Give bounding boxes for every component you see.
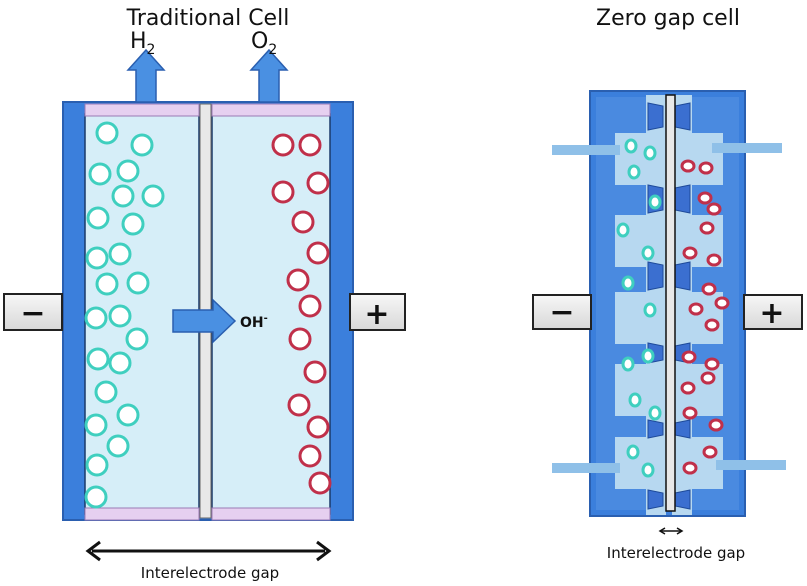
zero-gap-cell: Zero gap cell [532, 6, 803, 562]
o2-label: O2 [251, 29, 277, 58]
oxygen-bubbles [271, 133, 332, 495]
h2-bubble [106, 434, 130, 458]
top-seal-right [211, 103, 331, 117]
o2-bubble [271, 180, 295, 204]
bottom-seal-left [84, 507, 200, 521]
o2-bubble [306, 241, 330, 265]
h2-bubble [84, 485, 108, 509]
h2-bubble [84, 306, 108, 330]
positive-terminal [349, 293, 406, 331]
gap-arrow-icon [85, 540, 332, 562]
o2-bubble [306, 171, 330, 195]
zero-gap-cell-title: Zero gap cell [596, 6, 740, 31]
cathode-inlet-pipe [552, 145, 620, 155]
anode-outlet-pipe [716, 460, 786, 470]
h2-bubble [86, 206, 110, 230]
o2-bubble [303, 360, 327, 384]
o2-bubble [308, 471, 332, 495]
o2-bubble [287, 393, 311, 417]
negative-sign: − [20, 296, 45, 331]
o2-bubble [298, 133, 322, 157]
o2-outlet-arrow-icon [249, 48, 289, 103]
h2-bubble [88, 162, 112, 186]
h2-bubble [95, 121, 119, 145]
traditional-cell: Traditional Cell H2 O2 OH- [3, 6, 406, 582]
bottom-seal-right [211, 507, 331, 521]
h2-bubble [111, 184, 135, 208]
hydroxide-flow-arrow-icon [172, 298, 237, 344]
o2-bubble [298, 444, 322, 468]
zero-gap-positive-sign: + [759, 296, 784, 331]
h2-bubble [108, 242, 132, 266]
o2-bubble [298, 294, 322, 318]
zero-gap-membrane [665, 94, 676, 512]
negative-terminal [3, 293, 63, 331]
anode-inlet-pipe [712, 143, 782, 153]
positive-sign: + [364, 297, 389, 332]
o2-bubble [291, 210, 315, 234]
o2-bubble [271, 133, 295, 157]
h2-bubble [95, 272, 119, 296]
zero-gap-negative-sign: − [549, 295, 574, 330]
h2-bubble [130, 133, 154, 157]
zero-gap-label: Interelectrode gap [607, 544, 745, 562]
h2-bubble [85, 453, 109, 477]
o2-bubble [286, 268, 310, 292]
hydrogen-bubbles [84, 121, 165, 509]
zero-gap-oxygen-bubbles [680, 159, 730, 475]
h2-bubble [86, 347, 110, 371]
hydroxide-label: OH- [240, 313, 268, 331]
gap-label: Interelectrode gap [141, 564, 279, 582]
h2-bubble [116, 159, 140, 183]
h2-bubble [84, 413, 108, 437]
h2-bubble [108, 351, 132, 375]
h2-bubble [85, 246, 109, 270]
top-seal-left [84, 103, 200, 117]
zero-gap-arrow-icon [658, 527, 684, 535]
h2-bubble [94, 380, 118, 404]
h2-bubble [116, 403, 140, 427]
o2-bubble [306, 415, 330, 439]
h2-outlet-arrow-icon [126, 48, 166, 103]
traditional-cell-title: Traditional Cell [126, 6, 290, 31]
h2-bubble [108, 304, 132, 328]
h2-bubble [125, 327, 149, 351]
o2-bubble [288, 327, 312, 351]
h2-bubble [126, 271, 150, 295]
pipes [552, 143, 786, 473]
cathode-outlet-pipe [552, 463, 620, 473]
zero-gap-hydrogen-bubbles [616, 138, 662, 478]
h2-label: H2 [130, 29, 155, 58]
h2-bubble [121, 212, 145, 236]
zero-gap-positive-terminal [743, 294, 803, 330]
cathode-channels [615, 95, 666, 515]
zero-gap-negative-terminal [532, 294, 592, 330]
h2-bubble [141, 184, 165, 208]
